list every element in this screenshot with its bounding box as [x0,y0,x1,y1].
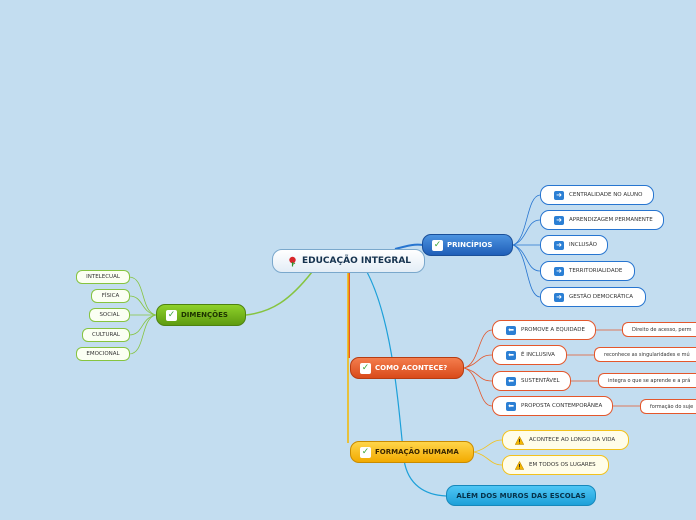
rose-icon [287,256,298,267]
formacao-item-label: EM TODOS OS LUGARES [529,462,596,468]
principio-item[interactable]: ➜ GESTÃO DEMOCRÁTICA [540,287,646,307]
formacao-item[interactable]: ACONTECE AO LONGO DA VIDA [502,430,629,450]
acontece-item-label: PROMOVE A EQUIDADE [521,327,586,333]
arrow-left-icon: ⬅ [506,401,516,411]
acontece-item-label: PROPOSTA CONTEMPORÂNEA [521,403,603,409]
acontece-detail-text: integra o que se aprende e a prá [608,377,691,384]
topic-alem-dos-muros[interactable]: ALÉM DOS MUROS DAS ESCOLAS [446,485,596,506]
arrow-right-icon: ➜ [554,215,564,225]
root-node[interactable]: EDUCAÇÃO INTEGRAL [272,249,425,273]
topic-dimensoes-label: DIMENÇÕES [181,311,228,319]
topic-muros-label: ALÉM DOS MUROS DAS ESCOLAS [456,491,586,500]
formacao-item-label: ACONTECE AO LONGO DA VIDA [529,437,616,443]
acontece-item[interactable]: ⬅ PROMOVE A EQUIDADE [492,320,596,340]
principio-item[interactable]: ➜ TERRITORIALIDADE [540,261,635,281]
topic-principios[interactable]: ✓ PRINCÍPIOS [422,234,513,256]
dimensao-item-label: SOCIAL [99,312,120,318]
topic-como-acontece[interactable]: ✓ COMO ACONTECE? [350,357,464,379]
arrow-right-icon: ➜ [554,240,564,250]
acontece-item-label: SUSTENTÁVEL [521,378,560,384]
arrow-right-icon: ➜ [554,266,564,276]
dimensao-item[interactable]: CULTURAL [82,328,130,342]
principio-item[interactable]: ➜ APRENDIZAGEM PERMANENTE [540,210,664,230]
principio-item-label: TERRITORIALIDADE [569,268,623,274]
acontece-item[interactable]: ⬅ PROPOSTA CONTEMPORÂNEA [492,396,613,416]
principio-item-label: GESTÃO DEMOCRÁTICA [569,294,634,300]
check-icon: ✓ [360,446,371,458]
acontece-detail-text: formação do suje [650,403,694,410]
arrow-right-icon: ➜ [554,190,564,200]
acontece-detail[interactable]: integra o que se aprende e a prá [598,373,696,388]
check-icon: ✓ [432,239,443,251]
arrow-right-icon: ➜ [554,292,564,302]
topic-dimensoes[interactable]: ✓ DIMENÇÕES [156,304,246,326]
check-icon: ✓ [360,362,371,374]
dimensao-item[interactable]: INTELECUAL [76,270,130,284]
acontece-detail[interactable]: reconhece as singularidades e mú [594,347,696,362]
warning-icon [515,435,524,445]
dimensao-item-label: INTELECUAL [86,274,120,280]
acontece-item-label: É INCLUSIVA [521,352,555,358]
principio-item-label: APRENDIZAGEM PERMANENTE [569,217,653,223]
dimensao-item[interactable]: FÍSICA [91,289,130,303]
formacao-item[interactable]: EM TODOS OS LUGARES [502,455,609,475]
dimensao-item-label: FÍSICA [101,293,120,299]
dimensao-item-label: EMOCIONAL [86,351,120,357]
topic-acontece-label: COMO ACONTECE? [375,364,448,372]
acontece-detail-text: Direito de acesso, perm [632,326,692,333]
arrow-left-icon: ⬅ [506,350,516,360]
topic-formacao-label: FORMAÇÃO HUMAMA [375,448,459,456]
check-icon: ✓ [166,309,177,321]
warning-icon [515,460,524,470]
dimensao-item-label: CULTURAL [92,332,120,338]
dimensao-item[interactable]: SOCIAL [89,308,130,322]
root-label: EDUCAÇÃO INTEGRAL [302,256,412,266]
acontece-item[interactable]: ⬅ É INCLUSIVA [492,345,567,365]
acontece-item[interactable]: ⬅ SUSTENTÁVEL [492,371,571,391]
topic-formacao-humana[interactable]: ✓ FORMAÇÃO HUMAMA [350,441,474,463]
acontece-detail-text: reconhece as singularidades e mú [604,351,690,358]
topic-principios-label: PRINCÍPIOS [447,241,493,249]
arrow-left-icon: ⬅ [506,325,516,335]
dimensao-item[interactable]: EMOCIONAL [76,347,130,361]
acontece-detail[interactable]: formação do suje [640,399,696,414]
principio-item-label: INCLUSÃO [569,242,597,248]
principio-item[interactable]: ➜ INCLUSÃO [540,235,608,255]
acontece-detail[interactable]: Direito de acesso, perm [622,322,696,337]
principio-item[interactable]: ➜ CENTRALIDADE NO ALUNO [540,185,654,205]
principio-item-label: CENTRALIDADE NO ALUNO [569,192,643,198]
arrow-left-icon: ⬅ [506,376,516,386]
